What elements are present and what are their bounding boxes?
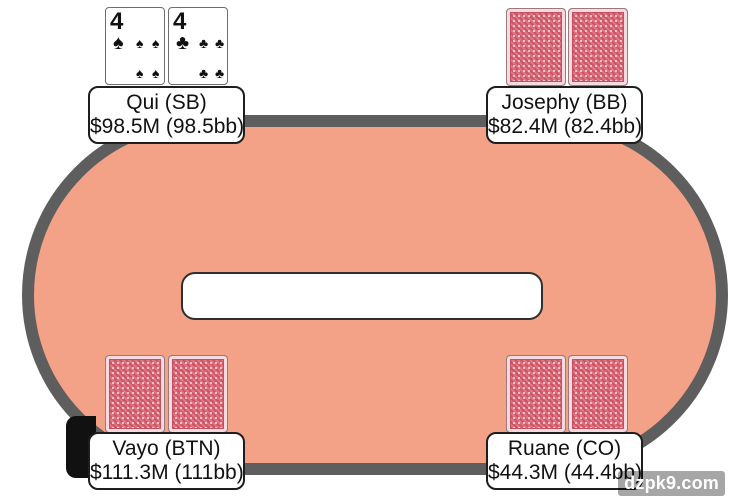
pot-area — [181, 272, 543, 320]
player-stack-co: $44.3M (44.4bb) — [488, 461, 643, 484]
co-card-back-1 — [506, 355, 566, 433]
spade-icon: ♠ — [152, 65, 160, 81]
player-stack-btn: $111.3M (111bb) — [90, 461, 244, 484]
spade-icon: ♠ — [136, 35, 144, 51]
player-name-co: Ruane (CO) — [507, 437, 622, 460]
sb-card-2: 4 ♣ ♣ ♣ ♣ ♣ — [168, 7, 228, 85]
player-stack-bb: $82.4M (82.4bb) — [488, 115, 643, 138]
bb-card-back-1 — [506, 8, 566, 86]
player-name-sb: Qui (SB) — [126, 91, 207, 114]
player-plate-bb: Josephy (BB) $82.4M (82.4bb) — [486, 86, 643, 144]
btn-card-back-2 — [168, 355, 228, 433]
player-name-btn: Vayo (BTN) — [112, 437, 221, 460]
player-plate-btn: Vayo (BTN) $111.3M (111bb) — [88, 432, 245, 490]
btn-card-back-1 — [105, 355, 165, 433]
player-name-bb: Josephy (BB) — [501, 91, 628, 114]
sb-card-1-rank: 4 — [110, 8, 124, 35]
site-watermark: dzpk9.com — [618, 471, 725, 496]
club-icon: ♣ — [199, 35, 209, 51]
player-plate-co: Ruane (CO) $44.3M (44.4bb) — [486, 432, 643, 490]
sb-card-2-rank: 4 — [173, 8, 187, 35]
club-icon: ♣ — [199, 65, 209, 81]
sb-card-1: 4 ♠ ♠ ♠ ♠ ♠ — [105, 7, 165, 85]
player-plate-sb: Qui (SB) $98.5M (98.5bb) — [88, 86, 245, 144]
spade-icon: ♠ — [113, 32, 124, 54]
co-card-back-2 — [568, 355, 628, 433]
club-icon: ♣ — [176, 32, 190, 54]
spade-icon: ♠ — [152, 35, 160, 51]
player-stack-sb: $98.5M (98.5bb) — [90, 115, 245, 138]
club-icon: ♣ — [215, 35, 225, 51]
bb-card-back-2 — [568, 8, 628, 86]
club-icon: ♣ — [215, 65, 225, 81]
spade-icon: ♠ — [136, 65, 144, 81]
